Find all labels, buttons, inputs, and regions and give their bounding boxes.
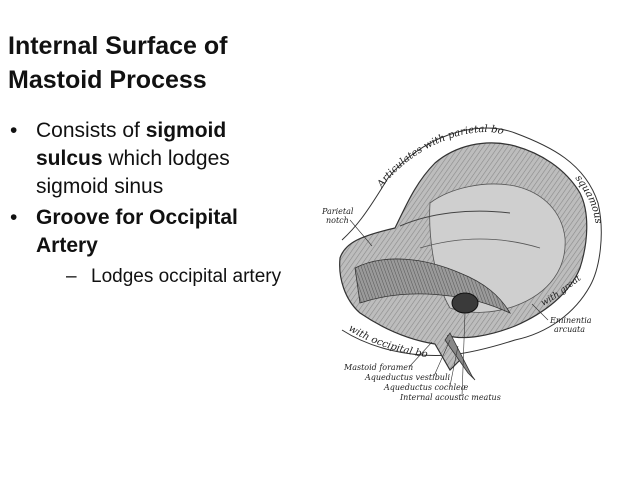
leader-line: [349, 219, 373, 247]
sub-bullet-text: Lodges occipital artery: [91, 266, 282, 287]
bullet-item-groove: • Groove for Occipital Artery – Lodges o…: [8, 204, 308, 290]
temporal-bone-illustration: Articulates with parietal bone squamous …: [300, 108, 604, 402]
leader-line: [449, 345, 459, 387]
label-aqueductus-cochleae: Aqueductus cochleæ: [383, 383, 469, 392]
sub-bullet-marker: –: [66, 266, 77, 287]
internal-acoustic-meatus: [451, 292, 479, 314]
bullet-bold-text: sigmoid: [145, 119, 227, 142]
leader-line: [433, 339, 451, 377]
bullet-bold-text: Groove for Occipital: [36, 206, 238, 229]
bullet-marker: •: [10, 119, 18, 142]
label-eminentia-2: arcuata: [554, 325, 585, 334]
leader-line: [409, 341, 433, 367]
label-parietal-notch-2: notch: [326, 216, 349, 225]
bullet-text: which lodges: [102, 147, 230, 170]
bullet-marker: •: [10, 206, 18, 229]
slide-title: Internal Surface of Mastoid Process: [8, 29, 308, 97]
label-eminentia-1: Eminentia: [549, 316, 592, 325]
ridge-line: [419, 238, 541, 249]
title-line-2: Mastoid Process: [8, 66, 207, 94]
label-internal-meatus: Internal acoustic meatus: [399, 393, 501, 402]
bullet-text: Consists of: [36, 119, 146, 142]
bullet-text: sigmoid sinus: [36, 175, 164, 198]
bullet-bold-text: Artery: [36, 234, 98, 257]
title-line-1: Internal Surface of: [8, 32, 228, 60]
bullet-item-sigmoid: • Consists of sigmoid sulcus which lodge…: [8, 117, 308, 201]
ridge-line: [399, 210, 511, 227]
sub-bullet-item: – Lodges occipital artery: [36, 264, 308, 290]
label-aqueductus-vestibuli: Aqueductus vestibuli: [364, 373, 451, 382]
bullet-list: • Consists of sigmoid sulcus which lodge…: [8, 117, 308, 293]
label-mastoid-foramen: Mastoid foramen: [343, 363, 413, 372]
leader-line: [461, 312, 466, 397]
bullet-bold-text: sulcus: [36, 147, 103, 170]
styloid-process: [444, 332, 476, 381]
leader-line: [531, 303, 549, 321]
label-parietal-notch-1: Parietal: [321, 207, 354, 216]
